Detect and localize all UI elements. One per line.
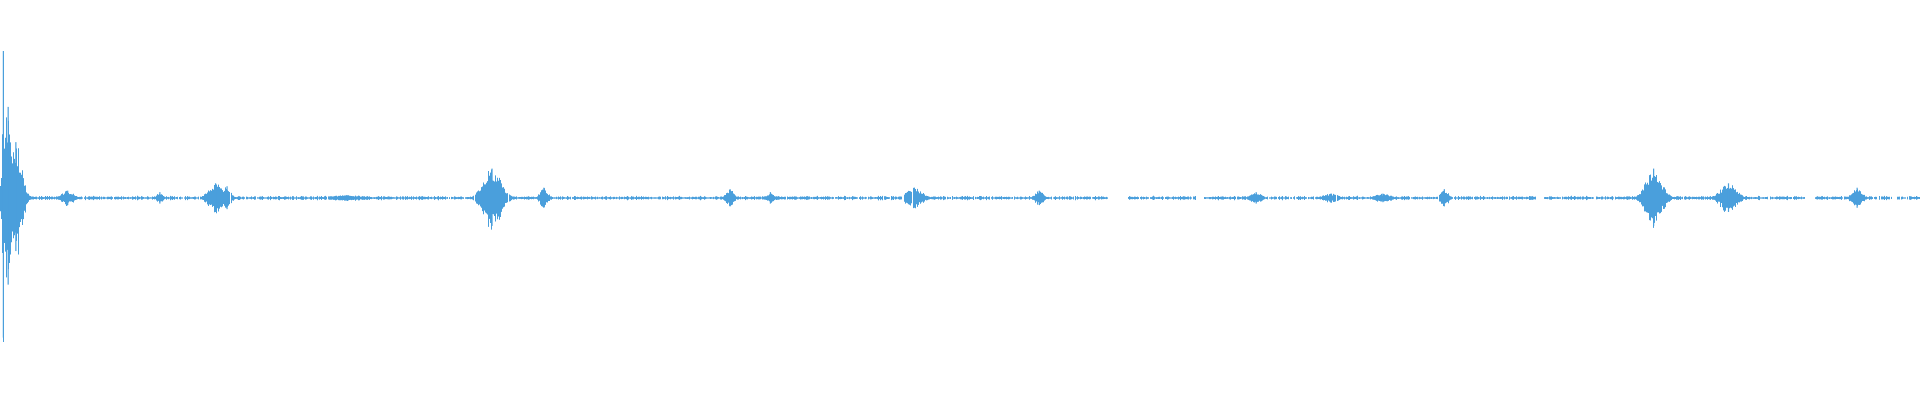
waveform-samples	[0, 55, 1920, 342]
waveform-trace	[0, 51, 1920, 342]
